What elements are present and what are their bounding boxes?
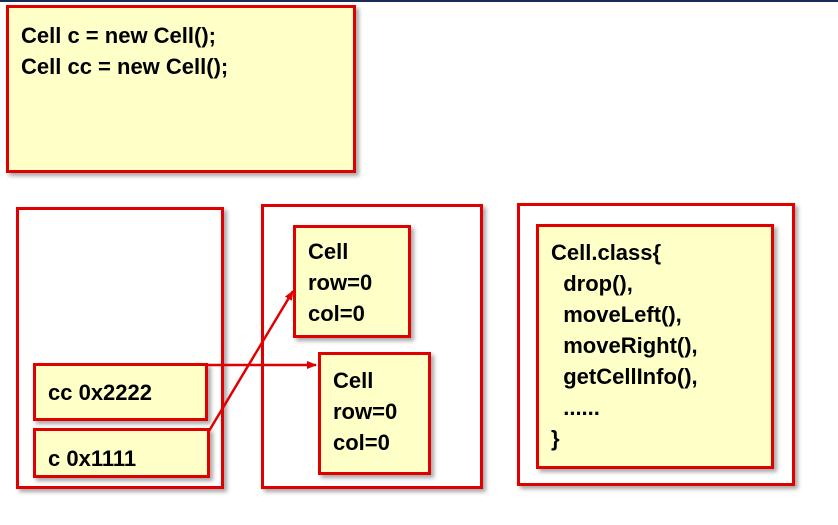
heap-region: [261, 204, 483, 489]
object-field: row=0: [333, 399, 398, 424]
class-line: Cell.class{: [551, 240, 662, 265]
heap-object-2: Cell row=0 col=0: [318, 352, 431, 475]
code-line: Cell c = new Cell();: [21, 23, 216, 48]
object-field: col=0: [308, 301, 365, 326]
code-line: Cell cc = new Cell();: [21, 54, 229, 79]
arrow-c-to-object-1: [207, 290, 295, 432]
class-line: drop(),: [551, 271, 633, 296]
class-line: }: [551, 426, 560, 451]
stack-var-c: c 0x1111: [33, 428, 210, 478]
class-line: ......: [551, 395, 600, 420]
class-line: getCellInfo(),: [551, 364, 698, 389]
object-class: Cell: [333, 368, 374, 393]
class-line: moveLeft(),: [551, 302, 682, 327]
code-box: Cell c = new Cell(); Cell cc = new Cell(…: [6, 5, 356, 173]
method-area-region: [517, 203, 795, 486]
heap-object-1: Cell row=0 col=0: [293, 225, 411, 338]
top-divider: [0, 0, 838, 2]
object-class: Cell: [308, 239, 349, 264]
object-field: col=0: [333, 430, 390, 455]
class-line: moveRight(),: [551, 333, 698, 358]
class-definition-box: Cell.class{ drop(), moveLeft(), moveRigh…: [536, 224, 774, 469]
stack-region: [16, 207, 224, 489]
object-field: row=0: [308, 270, 373, 295]
stack-var-cc: cc 0x2222: [33, 363, 208, 421]
